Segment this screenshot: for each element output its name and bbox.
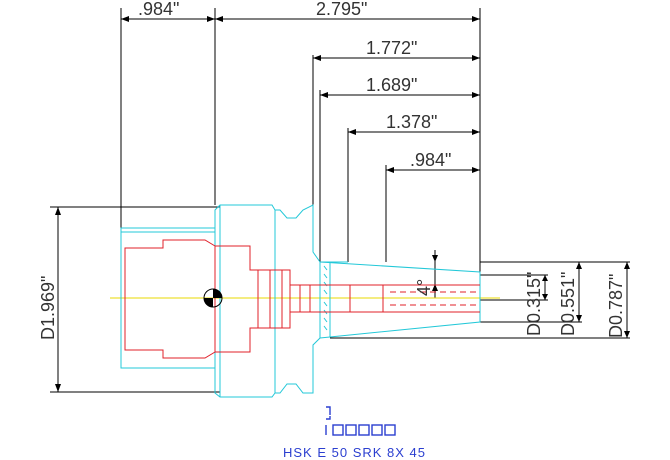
dim-taper-angle: 4° — [414, 279, 434, 296]
dim-top-left: .984" — [138, 0, 179, 19]
internal-features — [124, 239, 480, 359]
dim-1378: 1.378" — [386, 112, 437, 132]
dim-984-lower: .984" — [410, 150, 451, 170]
dimension-lines — [50, 8, 630, 393]
dim-1772: 1.772" — [366, 38, 417, 58]
dim-d0551: D0.551" — [558, 272, 578, 336]
dim-diameter-left: D1.969" — [38, 276, 58, 340]
dim-d0787: D0.787" — [606, 274, 626, 338]
dim-top-total: 2.795" — [316, 0, 367, 19]
brand-logo — [325, 406, 396, 436]
part-caption: HSK E 50 SRK 8X 45 — [283, 445, 426, 460]
dim-d0315: D0.315" — [524, 272, 544, 336]
dim-1689: 1.689" — [366, 75, 417, 95]
holder-outline — [120, 204, 481, 398]
